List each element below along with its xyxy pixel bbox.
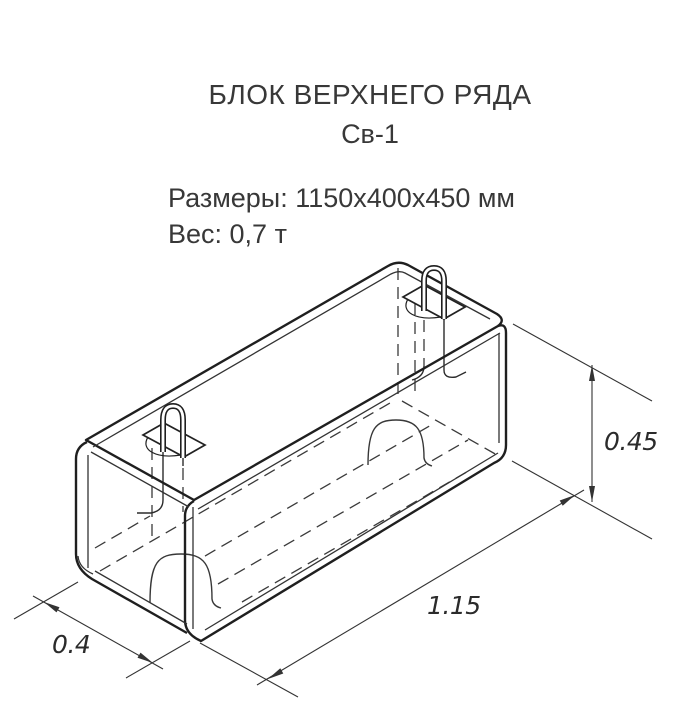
left-lifting-loop-core: [161, 404, 185, 458]
width-arrow-right: [137, 652, 153, 663]
hidden-internal-line-4: [94, 515, 151, 549]
front-face-silhouette: [183, 324, 508, 643]
lifting-loops: [160, 265, 447, 458]
chamfer-bottom-end: [94, 570, 188, 625]
loop-legs: [137, 319, 467, 514]
dimension-arrows: [44, 365, 595, 679]
block-mark: Св-1: [341, 119, 399, 149]
length-arrow-right: [559, 495, 575, 506]
hidden-internal-line-2: [217, 439, 469, 585]
height-arrow-up: [589, 365, 595, 381]
loop-pockets: [141, 284, 467, 458]
right-loop-leg-foot: [443, 319, 467, 379]
right-pocket-scoop: [405, 298, 442, 319]
hidden-bottom-back-edge: [99, 402, 391, 572]
right-pocket: [401, 284, 467, 320]
ext-line-width-back: [13, 581, 79, 620]
chamfer-bottom-front: [204, 452, 499, 631]
hidden-bottom-right-edge: [401, 400, 498, 456]
fillet-bottom-left-arc: [77, 555, 94, 575]
end-face-silhouette: [74, 440, 188, 635]
length-arrow-left: [268, 668, 284, 679]
weight-spec: Вес: 0,7 т: [168, 219, 287, 249]
block-outline: [74, 261, 508, 643]
ext-line-bottom-right: [511, 460, 653, 540]
chamfer-top-back: [92, 271, 491, 448]
left-pocket-scoop: [145, 436, 182, 457]
dimensions-spec: Размеры: 1150x400x450 мм: [168, 183, 515, 213]
chamfer-top-end: [90, 451, 190, 508]
left-loop-leg-foot: [137, 452, 164, 514]
left-pocket: [141, 422, 207, 458]
left-anchor-arch: [149, 553, 222, 609]
width-arrow-left: [44, 602, 60, 613]
ext-line-length-left: [199, 642, 299, 698]
internal-arches: [149, 419, 433, 609]
ext-line-top-right: [512, 323, 653, 402]
dimension-lines: [13, 323, 653, 698]
height-arrow-down: [589, 486, 595, 502]
dimensions: 0.45 1.15 0.4: [13, 323, 658, 698]
page-title: БЛОК ВЕРХНЕГО РЯДА: [208, 79, 532, 110]
height-dim-label: 0.45: [604, 427, 658, 456]
ext-line-width-front: [125, 640, 191, 679]
hidden-internal-line-3: [241, 468, 473, 603]
right-anchor-arch: [367, 419, 433, 467]
edge-details: [77, 271, 501, 631]
hidden-edges: [94, 268, 498, 603]
dimension-labels: 0.45 1.15 0.4: [52, 427, 658, 659]
chamfer-top-front: [197, 332, 501, 510]
right-lifting-loop-core: [422, 266, 446, 319]
length-dim-label: 1.15: [427, 591, 481, 620]
hidden-internal-line-1: [204, 423, 434, 557]
length-dim-line: [256, 489, 585, 686]
width-dim-label: 0.4: [52, 630, 90, 659]
